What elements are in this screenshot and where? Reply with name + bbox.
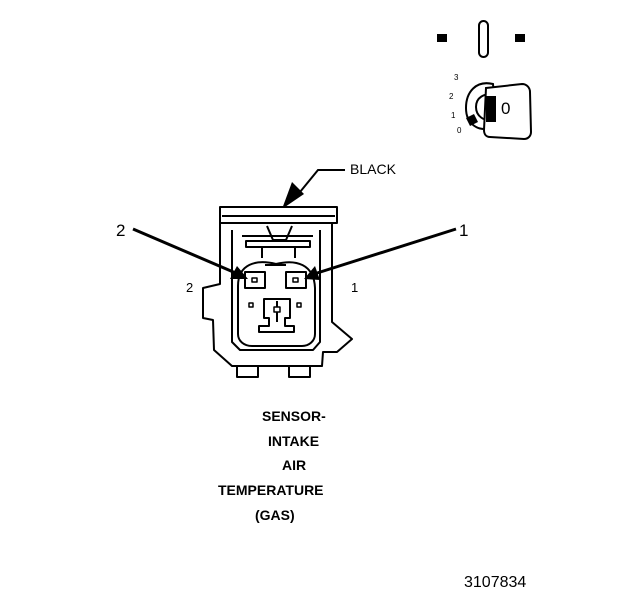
caption-line-1: SENSOR- [262,408,326,424]
cavity-label-1: 1 [351,280,358,295]
key-position-3: 3 [454,73,459,82]
terminal-right-square [515,34,525,42]
figure-number: 3107834 [464,574,526,591]
key-position-2: 2 [449,92,454,101]
key-position-1: 1 [451,111,456,120]
caption-line-5: (GAS) [255,507,295,523]
terminal-view-symbol [437,20,525,58]
caption-line-4: TEMPERATURE [218,482,324,498]
cavity-label-2: 2 [186,280,193,295]
ignition-key-icon: 0 3 2 1 0 [449,73,533,141]
key-shaft [486,96,496,122]
component-caption: SENSOR- INTAKE AIR TEMPERATURE (GAS) [218,408,326,523]
pin-callout-2: 2 [116,221,125,240]
key-label: 0 [501,99,510,118]
terminal-slot [478,20,489,58]
terminal-left-square [437,34,447,42]
pin-1-callout: 1 [304,221,468,280]
connector-body [202,206,353,378]
caption-line-3: AIR [282,457,306,473]
color-callout: BLACK [282,161,397,209]
color-arrowhead [282,182,304,209]
pin-callout-1: 1 [459,221,468,240]
key-position-0: 0 [457,126,462,135]
pin-2-callout: 2 [116,221,248,279]
caption-line-2: INTAKE [268,433,319,449]
key-position-marker [466,114,478,126]
color-label: BLACK [350,161,397,177]
